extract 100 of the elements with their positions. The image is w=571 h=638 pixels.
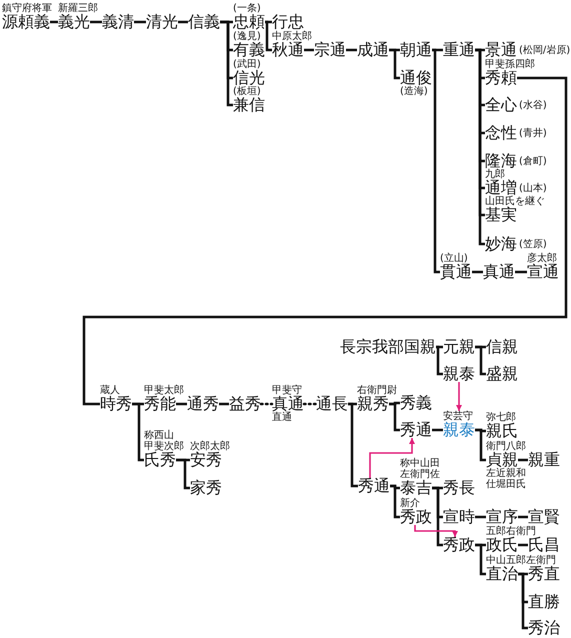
lineage-line [50,20,58,24]
lineage-line [176,402,187,406]
name-note: (板垣) [233,86,261,97]
lineage-line [389,48,400,80]
name-note: (造海) [400,86,428,97]
name-note: 仕堀田氏 [486,479,526,490]
person-name: 念性 [485,125,517,141]
person-name: 景通 [485,42,517,58]
person-name: 通秀 [187,396,219,412]
person-name: 宣通 [527,264,559,280]
person-name: 忠頼 [233,14,265,30]
adoption-arrow [456,382,462,411]
name-note: 甲斐太郎 [144,385,184,396]
person-name: 親秀 [357,396,389,412]
person-name: 妙海 [485,236,517,252]
person-name: 秀治 [528,620,560,636]
person-name: 元親 [443,339,475,355]
lineage-line [432,428,443,432]
lineage-line [518,516,528,518]
lineage-line [475,516,486,518]
person-name: 朝通 [400,42,432,58]
name-note: (武田) [233,59,261,70]
person-name: 秀通 [400,422,432,438]
lineage-line [346,48,357,52]
name-note: 左衛門佐 [400,469,440,480]
person-name: 親氏 [486,423,518,439]
person-name: 秀義 [400,395,432,411]
person-name: 秀直 [528,566,560,582]
lineage-line [304,48,314,52]
lineage-line [389,402,400,432]
name-note: (倉町) [519,156,547,166]
lineage-line [178,20,188,24]
name-note: 弥七郎 [486,412,516,423]
name-note: 称西山 [144,430,174,441]
name-note: 五郎右衛門 [486,526,536,537]
person-name: 泰吉 [400,480,432,496]
name-note: 左近親和 [486,468,526,479]
person-name: 成通 [357,42,389,58]
dotted-lineage-line [302,402,318,406]
person-name: 家秀 [190,480,222,496]
lineage-line [134,20,146,24]
name-note: (一条) [233,3,261,14]
lineage-line [518,544,528,546]
name-note: 安芸守 [443,411,473,422]
name-note: 蔵人 [100,385,120,396]
person-name: 基実 [485,207,517,223]
name-note: 鎮守府将軍 [2,3,52,14]
person-name: 直治 [486,566,518,582]
lineage-line [518,572,528,630]
person-name: 信親 [486,339,518,355]
person-name: 貞親 [486,452,518,468]
lineage-line [220,20,233,106]
name-note: 右衛門尉 [357,385,397,396]
person-name: 秋通 [272,42,304,58]
name-note: 称中山田 [400,458,440,469]
lineage-line [82,76,568,406]
name-note: (青井) [519,128,547,138]
person-name: 行忠 [272,14,304,30]
person-name: 秀長 [443,480,475,496]
person-name: 全心 [485,97,517,113]
person-name: 義光 [58,14,90,30]
adoption-arrow [369,438,415,478]
person-name: 信光 [233,70,265,86]
person-name: 親泰 [443,422,475,438]
lineage-line [176,458,190,490]
person-name: 安秀 [190,452,222,468]
name-note: 甲斐孫四郎 [485,59,535,70]
person-name: 重通 [443,42,475,58]
person-name: 宣賢 [528,509,560,525]
lineage-line [432,486,443,546]
person-name: 宣時 [443,509,475,525]
name-note: (松岡/岩原) [519,44,570,56]
lineage-line [475,346,486,376]
person-name: 貫通 [440,264,472,280]
person-name: 氏昌 [528,537,560,553]
name-note: 山田氏を継ぐ [485,196,545,207]
person-name: 宗通 [314,42,346,58]
lineage-line [472,270,483,274]
name-note: (山本) [519,182,547,194]
lineage-line [219,402,229,406]
person-name: 源頼義 [2,14,50,30]
person-name: 直勝 [528,594,560,610]
person-name: 盛親 [486,366,518,382]
person-name: 親重 [528,452,560,468]
name-note: 中山五郎左衛門 [486,555,556,566]
adoption-arrow [414,525,458,537]
person-name: 信義 [188,14,220,30]
name-note: (立山) [440,253,468,264]
person-name: 清光 [146,14,178,30]
name-note: 衛門八郎 [486,441,526,452]
name-note: 直通 [272,412,292,423]
lineage-line [265,20,272,52]
person-name: 義清 [102,14,134,30]
person-name: 親泰 [443,366,475,382]
lineage-line [436,346,443,376]
name-note: 中原太郎 [272,31,312,42]
name-note: 甲斐守 [272,385,302,396]
person-name: 秀通 [358,478,390,494]
name-note: 九郎 [485,169,505,180]
person-name: 長宗我部国親 [340,339,436,355]
